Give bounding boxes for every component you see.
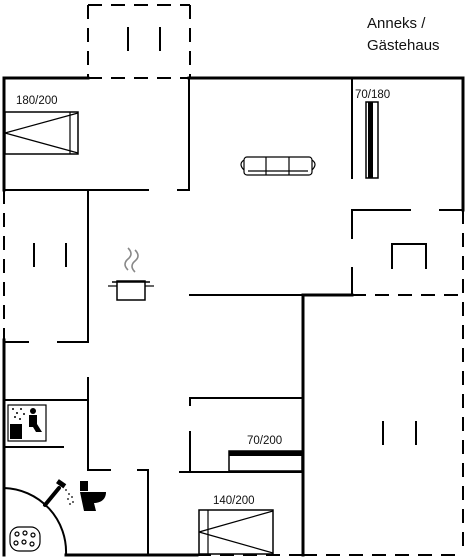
dashed-outlines xyxy=(3,4,464,556)
toilet-icon xyxy=(80,481,106,511)
bed-label-bottom: 140/200 xyxy=(213,495,255,507)
bed-label-top-left: 180/200 xyxy=(16,95,58,107)
bed-icon xyxy=(228,450,303,472)
bed-icon xyxy=(198,509,274,555)
bed-icon xyxy=(4,111,79,155)
cooking-pot-icon xyxy=(108,247,154,301)
title-line-1: Anneks / xyxy=(367,15,426,32)
interior-walls xyxy=(3,77,464,556)
bed-label-top-right: 70/180 xyxy=(355,89,390,101)
shower-icon xyxy=(43,479,74,507)
exterior-walls xyxy=(2,76,465,557)
sauna-icon xyxy=(7,404,47,442)
door-swing xyxy=(2,486,68,557)
whirlpool-icon xyxy=(9,526,41,552)
sofa-icon xyxy=(240,156,316,176)
bed-label-middle: 70/200 xyxy=(247,435,282,447)
bed-icon xyxy=(365,101,379,179)
title-line-2: Gästehaus xyxy=(367,37,440,54)
window-marks xyxy=(33,27,427,445)
